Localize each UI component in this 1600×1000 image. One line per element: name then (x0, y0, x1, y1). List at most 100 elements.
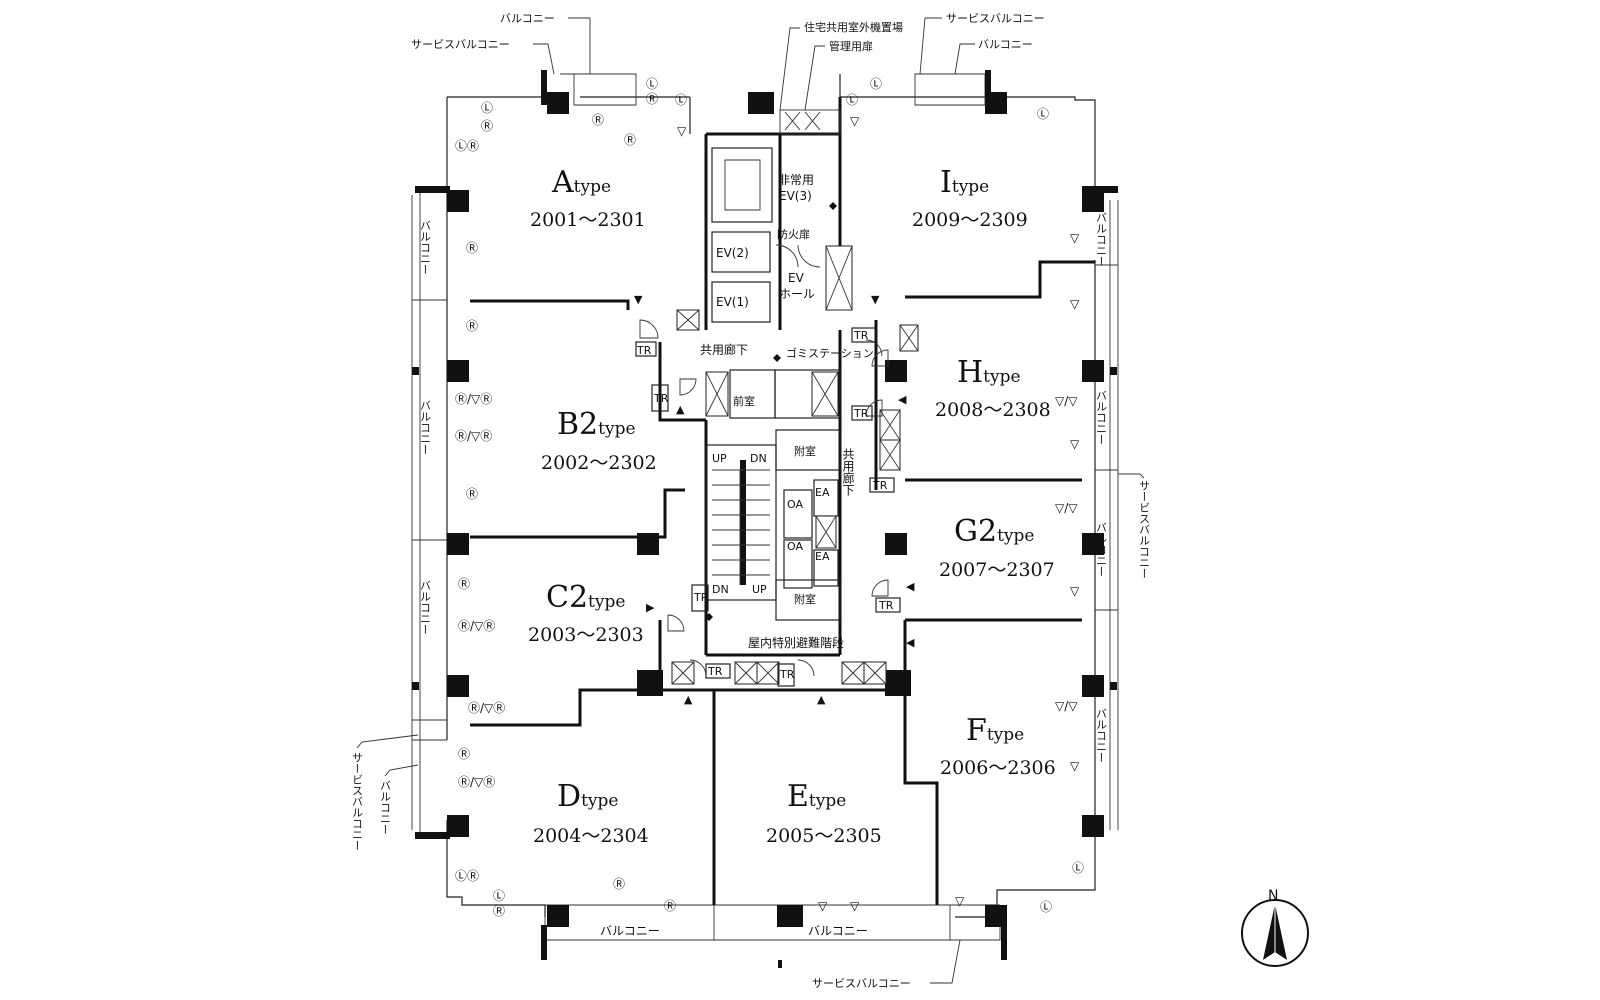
tr-label-8: TR (693, 591, 709, 604)
unit-e-name: Etype (787, 779, 846, 814)
marker-tri-split: ▽/▽ (1055, 699, 1078, 713)
compass-circle (1241, 899, 1309, 967)
marker-lr: ⓁⓇ (455, 139, 479, 153)
ea-label-top: EA (815, 486, 830, 499)
unit-f-name: Ftype (966, 713, 1024, 748)
arrow-left-marker: ◀ (906, 636, 915, 649)
stair-dn-top: DN (750, 452, 767, 465)
marker-l: Ⓛ (481, 101, 493, 115)
marker-r-split: Ⓡ/▽Ⓡ (458, 775, 495, 789)
callout-balcony-left-2: バルコニー (419, 400, 432, 455)
marker-r: Ⓡ (624, 133, 636, 147)
marker-tri: ▽ (1070, 584, 1080, 598)
callout-balcony-top-left: バルコニー (500, 12, 555, 25)
unit-b2-range: 2002～2302 (541, 452, 657, 474)
arrow-up-marker: ▲ (676, 403, 685, 416)
north-compass: N (1241, 888, 1309, 967)
indoor-stair-label: 屋内特別避難階段 (748, 635, 844, 650)
marker-tri-split: ▽/▽ (1055, 501, 1078, 515)
unit-a-name: Atype (551, 165, 611, 200)
common-corridor-label: 共用廊下 (700, 342, 748, 357)
tr-label-7: TR (653, 392, 669, 405)
core-details (635, 109, 919, 687)
callout-service-balcony-top-left: サービスバルコニー (411, 38, 510, 51)
structural-columns (412, 70, 1118, 968)
vestibule-label: 前室 (733, 394, 755, 408)
marker-l: Ⓛ (870, 77, 882, 91)
arrow-down-marker: ▼ (871, 293, 880, 306)
callout-balcony-right-1: バルコニー (1095, 212, 1108, 267)
unit-c2-range: 2003～2303 (528, 624, 644, 646)
marker-r: Ⓡ (493, 904, 505, 918)
marker-r: Ⓡ (664, 899, 676, 913)
unit-h-range: 2008～2308 (935, 399, 1051, 421)
unit-i-range: 2009～2309 (912, 209, 1028, 231)
tr-label-9: TR (779, 668, 795, 681)
tr-label-1: TR (636, 344, 652, 357)
marker-tri: ▽ (1070, 437, 1080, 451)
fixture-markers: Ⓛ Ⓡ ⓁⓇ Ⓡ Ⓡ Ⓡ Ⓛ Ⓡ Ⓛ ▽ Ⓡ Ⓡ/▽Ⓡ Ⓡ/▽Ⓡ Ⓡ Ⓡ Ⓡ/▽… (455, 77, 1084, 918)
marker-tri: ▽ (1070, 759, 1080, 773)
unit-b2-name: B2type (557, 407, 636, 442)
unit-walls (470, 97, 1095, 905)
marker-r: Ⓡ (466, 241, 478, 255)
callout-outdoor-machine: 住宅共用室外機置場 (804, 20, 903, 34)
unit-d-range: 2004～2304 (533, 825, 649, 847)
marker-l: Ⓛ (1037, 107, 1049, 121)
core-labels: EV(1) EV(2) 非常用 EV(3) 防火扉 EV ホール 共用廊下 ゴミ… (636, 173, 894, 681)
unit-h-name: Htype (957, 355, 1021, 390)
fire-door-label: 防火扉 (777, 227, 810, 241)
marker-tri: ▽ (1070, 231, 1080, 245)
oa-label-top: OA (787, 498, 803, 511)
marker-r: Ⓡ (481, 119, 493, 133)
callout-mgmt-door: 管理用扉 (829, 39, 873, 53)
marker-l: Ⓛ (646, 77, 658, 91)
marker-tri: ▽ (850, 114, 860, 128)
marker-l: Ⓛ (846, 93, 858, 107)
marker-tri: ▽ (955, 894, 965, 908)
callout-balcony-right-4: バルコニー (1095, 708, 1108, 763)
tr-label-5: TR (878, 599, 894, 612)
marker-r: Ⓡ (466, 319, 478, 333)
stair-up-bottom: UP (752, 583, 767, 596)
marker-tri-split: ▽/▽ (1055, 394, 1078, 408)
unit-labels: Atype 2001～2301 B2type 2002～2302 C2type … (528, 165, 1056, 847)
arrow-down-marker: ▼ (634, 293, 643, 306)
ea-label-bottom: EA (815, 550, 830, 563)
callout-balcony-bottom-left: バルコニー (379, 780, 392, 835)
ev2-label: EV(2) (716, 246, 749, 260)
stair-dn-bottom: DN (712, 583, 729, 596)
marker-tri: ▽ (818, 899, 828, 913)
marker-tri: ▽ (1070, 297, 1080, 311)
marker-l: Ⓛ (1040, 900, 1052, 914)
ev3-label-line1: 非常用 (778, 173, 814, 187)
marker-r-split: Ⓡ/▽Ⓡ (455, 392, 492, 406)
unit-g2-range: 2007～2307 (939, 559, 1055, 581)
unit-g2-name: G2type (954, 514, 1034, 549)
building-outline (411, 73, 1119, 941)
marker-l: Ⓛ (493, 889, 505, 903)
ev3-label-line2: EV(3) (779, 189, 812, 203)
tr-label-3: TR (853, 407, 869, 420)
tr-label-6: TR (707, 665, 723, 678)
ev1-label: EV(1) (716, 295, 749, 309)
compass-north-label: N (1268, 888, 1278, 904)
garbage-station-label: ゴミステーション (786, 346, 874, 360)
marker-r: Ⓡ (613, 877, 625, 891)
marker-r: Ⓡ (458, 747, 470, 761)
marker-r-split: Ⓡ/▽Ⓡ (468, 701, 505, 715)
ev-hall-label-line2: ホール (779, 287, 815, 301)
unit-d-name: Dtype (557, 779, 618, 814)
marker-tri: ▽ (850, 899, 860, 913)
unit-c2-name: C2type (546, 580, 625, 615)
marker-r: Ⓡ (592, 113, 604, 127)
arrow-up-marker: ▲ (817, 693, 826, 706)
callout-balcony-bottom-2: バルコニー (808, 924, 868, 938)
callouts: バルコニー サービスバルコニー 住宅共用室外機置場 管理用扉 サービスバルコニー… (351, 12, 1151, 990)
marker-lr: ⓁⓇ (455, 869, 479, 883)
callout-service-balcony-bottom: サービスバルコニー (812, 977, 911, 990)
marker-r-split: Ⓡ/▽Ⓡ (458, 619, 495, 633)
callout-service-balcony-top-right: サービスバルコニー (946, 12, 1045, 25)
marker-tri: ▽ (677, 124, 687, 138)
